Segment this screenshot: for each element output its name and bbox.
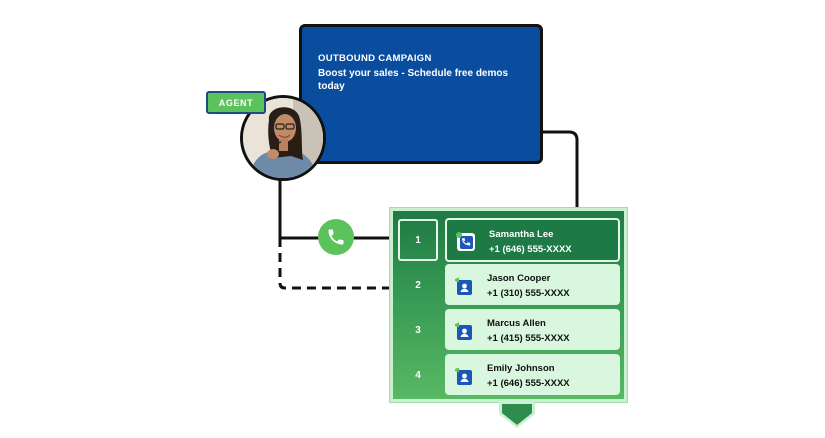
agent-portrait-icon [243,98,323,178]
campaign-label: OUTBOUND CAMPAIGN [318,53,432,64]
contact-phone: +1 (646) 555-XXXX [487,378,570,389]
contact-phone: +1 (310) 555-XXXX [487,288,570,299]
queue-item-marcus-allen[interactable]: Marcus Allen +1 (415) 555-XXXX [445,309,620,350]
contact-phone: +1 (646) 555-XXXX [489,244,572,255]
chevron-down-icon [499,402,535,428]
queue-item-jason-cooper[interactable]: Jason Cooper +1 (310) 555-XXXX [445,264,620,305]
campaign-card: OUTBOUND CAMPAIGN Boost your sales - Sch… [299,24,543,164]
contact-name: Samantha Lee [489,229,554,240]
phone-call-icon [456,232,475,251]
contact-name: Marcus Allen [487,318,546,329]
queue-number-1: 1 [398,219,438,261]
campaign-message: Boost your sales - Schedule free demos t… [318,68,509,92]
contact-name: Emily Johnson [487,363,555,374]
phone-icon [318,219,354,255]
campaign-contact-icon [455,322,472,340]
agent-badge: AGENT [206,91,266,114]
queue-item-emily-johnson[interactable]: Emily Johnson +1 (646) 555-XXXX [445,354,620,395]
queue-number-3: 3 [415,324,421,336]
queue-item-samantha-lee[interactable]: Samantha Lee +1 (646) 555-XXXX [445,218,620,262]
contact-phone: +1 (415) 555-XXXX [487,333,570,344]
queue-number-4: 4 [415,369,421,381]
queue-number-2: 2 [415,279,421,291]
campaign-contact-icon [455,367,472,385]
contact-name: Jason Cooper [487,273,551,284]
campaign-contact-icon [455,277,472,295]
call-queue: 1 Samantha Lee +1 (646) 555-XXXX 2 Jason… [390,208,627,402]
